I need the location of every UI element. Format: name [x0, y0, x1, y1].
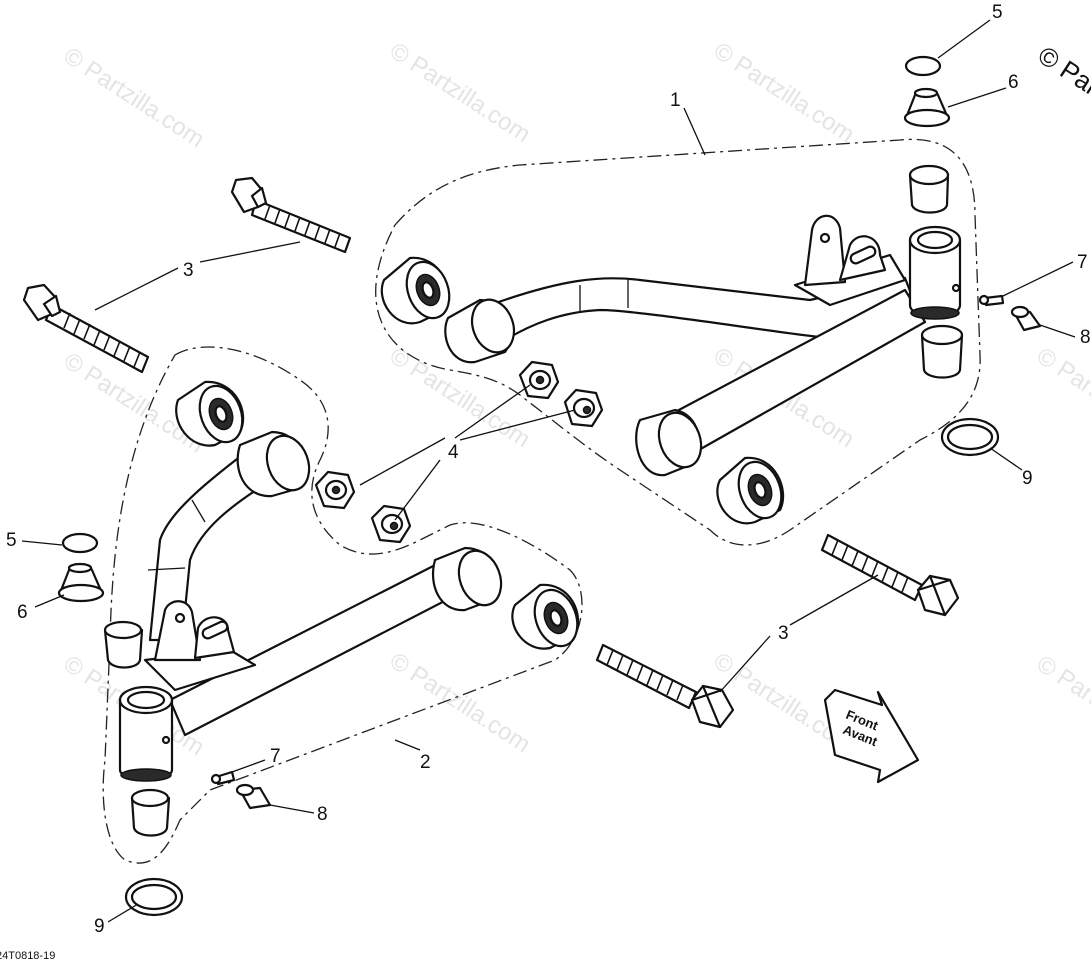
- diagram-reference: 24T0818-19: [0, 950, 55, 961]
- ring-lower: [124, 877, 184, 917]
- callout-5: 5: [6, 530, 17, 551]
- callout-4: 4: [448, 442, 459, 463]
- upper-a-arm: [444, 214, 962, 477]
- callout-5: 5: [992, 2, 1003, 23]
- bushing-upper-front: [716, 456, 785, 525]
- callout-2: 2: [420, 752, 431, 773]
- sleeve-lower-top: [103, 620, 144, 669]
- grease-fitting-upper: [978, 294, 1005, 307]
- o-ring-lower: [61, 532, 99, 554]
- watermark: © Partzilla.com: [385, 647, 535, 758]
- nut-1: [518, 360, 560, 400]
- bolt-lower-right-1: [820, 533, 960, 617]
- nut-3: [314, 470, 356, 510]
- bushing-lower-rear: [175, 380, 245, 447]
- callout-7: 7: [270, 746, 281, 767]
- watermark: © Partzilla.com: [59, 42, 209, 153]
- bushing-upper-rear: [380, 256, 451, 325]
- watermark: © Partzilla.com: [385, 37, 535, 148]
- ring-upper: [940, 417, 1000, 457]
- cap-upper: [903, 87, 951, 128]
- callout-6: 6: [17, 602, 28, 623]
- fitting-cap-upper: [1010, 305, 1042, 332]
- front-direction-arrow: Front Avant: [823, 688, 920, 784]
- callout-3: 3: [183, 260, 194, 281]
- copyright-corner-text: © Par: [1033, 40, 1091, 102]
- cap-lower: [57, 562, 105, 603]
- lower-arm-group-outline: [102, 346, 583, 864]
- callout-3: 3: [778, 623, 789, 644]
- callout-8: 8: [1080, 327, 1091, 348]
- o-ring-upper: [904, 55, 942, 77]
- grease-fitting-lower: [210, 770, 236, 786]
- nut-4: [370, 504, 412, 544]
- bushing-lower-front: [511, 583, 580, 650]
- leader-lines: [21, 19, 1076, 923]
- sleeve-upper-top: [908, 164, 950, 214]
- bolt-lower-right-2: [595, 643, 735, 729]
- callout-9: 9: [94, 916, 105, 937]
- upper-arm-group-outline: [375, 138, 981, 546]
- bolt-upper-left-2: [22, 283, 150, 374]
- callout-8: 8: [317, 804, 328, 825]
- bolt-upper-left-1: [230, 176, 352, 254]
- sleeve-lower-bottom: [130, 788, 171, 837]
- lower-a-arm: [118, 430, 503, 782]
- callout-9: 9: [1022, 468, 1033, 489]
- watermark: © Partzilla.com: [709, 37, 859, 148]
- callout-7: 7: [1077, 252, 1088, 273]
- callout-1: 1: [670, 90, 681, 111]
- callouts: 1 2 3 3 4 5 5 6 6 7 7 8 8 9 9: [6, 2, 1091, 937]
- fitting-cap-lower: [235, 783, 272, 810]
- callout-6: 6: [1008, 72, 1019, 93]
- watermark: © Partzilla.com: [1032, 342, 1091, 453]
- sleeve-upper-bottom: [920, 324, 964, 379]
- watermark: © Partzilla.com: [1032, 650, 1091, 761]
- nut-2: [563, 388, 604, 428]
